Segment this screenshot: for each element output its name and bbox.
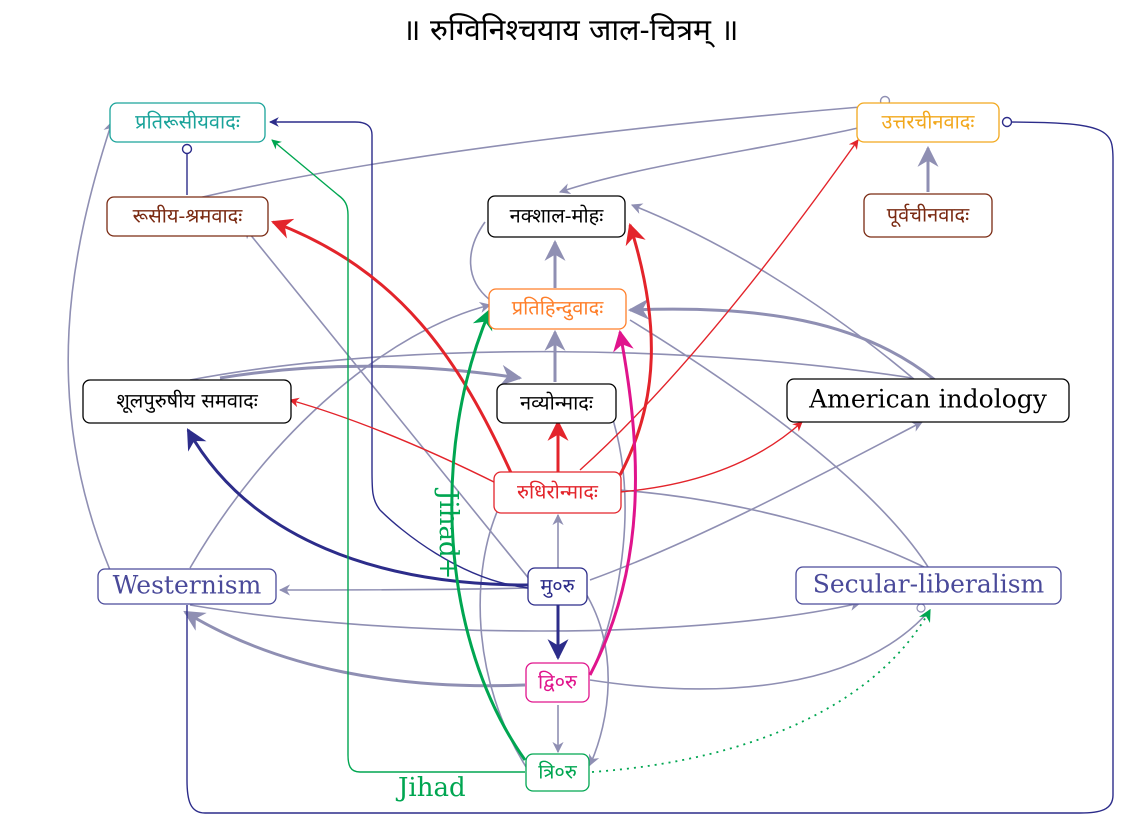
edge-navyon-to-dviru [594,409,626,666]
node-westernism[interactable]: Westernism [97,568,277,605]
edge-uttarachina-to-rusi [189,104,886,201]
node-purvachina[interactable]: पूर्वचीनवादः [863,193,993,238]
node-label: शूलपुरुषीय समवादः [116,389,259,414]
node-label: प्रतिहिन्दुवादः [512,296,604,321]
edge-westernism-to-secular [189,599,862,632]
edge-uttarachina-to-naxal [558,127,859,195]
edge-pratihindu-to-secular [629,319,931,571]
node-label: त्रि०रु [538,760,578,784]
edge-uttarachina-to-pratirusi [186,121,1114,814]
node-label: प्रतिरूसीयवादः [135,110,241,134]
edge-rudhiron-to-secular [619,489,931,571]
edge-label-jihad: Jihad [395,773,466,803]
node-label: द्वि०रु [538,670,578,694]
edge-rudhiron-to-shula [289,397,501,486]
edge-triru-to-secular [591,608,931,773]
edge-rudhiron-to-american [619,421,803,493]
node-label: American indology [808,385,1048,414]
node-naxal[interactable]: नक्शाल-मोहः [487,195,626,238]
node-tri-ru[interactable]: त्रि०रु [525,753,590,792]
edge-dviru-to-pratihindu [588,329,637,676]
edge-american-to-pratihindu [627,298,936,382]
edge-westernism-to-pratihindu [189,302,492,569]
node-label: नव्योन्मादः [520,391,594,415]
node-label: उत्तरचीनवादः [882,110,976,134]
edge-rudhiron-to-rusi [271,218,514,476]
edge-shula-to-navyon [219,364,523,386]
edge-shula-to-american [189,350,913,381]
node-label: मु०रु [540,574,575,599]
edge-cap-pratirusi [181,143,193,155]
node-dvi-ru[interactable]: द्वि०रु [525,662,590,703]
edge-dviru-to-secular [589,609,931,690]
node-navyon[interactable]: नव्योन्मादः [496,383,617,424]
node-american[interactable]: American indology [786,378,1070,423]
edge-muru-to-rusi [244,227,531,581]
node-label: रुधिरोन्मादः [517,480,599,504]
edge-westernism-to-pratirusi [67,120,115,571]
edge-dviru-to-westernism [183,610,526,688]
edge-rudhiron-to-uttarachina [579,139,859,471]
node-label: Westernism [113,571,262,600]
node-pratirusi[interactable]: प्रतिरूसीयवादः [109,102,266,143]
node-secular[interactable]: Secular-liberalism [795,566,1062,605]
edge-american-to-naxal [630,203,916,381]
node-mu-ru[interactable]: मु०रु [527,567,588,606]
node-label: पूर्वचीनवादः [887,203,970,228]
node-label: Secular-liberalism [813,570,1045,599]
node-shula[interactable]: शूलपुरुषीय समवादः [82,379,292,424]
node-rudhiron[interactable]: रुधिरोन्मादः [493,471,622,514]
edge-muru-to-westernism [278,584,529,596]
node-rusi-shrama[interactable]: रूसीय-श्रमवादः [106,196,269,237]
diagram-title: ॥ रुग्विनिश्चयाय जाल-चित्रम् ॥ [402,13,739,48]
node-label: नक्शाल-मोहः [510,204,605,228]
edge-triru-to-pratihindu [450,308,527,761]
edge-pratihindu-to-naxal-arc [469,221,491,301]
edge-triru-to-rudhiron [479,504,529,771]
edge-triru-to-pratirusi [271,139,525,773]
edge-cap-uttarachina [1001,116,1013,128]
node-pratihindu[interactable]: प्रतिहिन्दुवादः [488,288,627,330]
edge-muru-to-american [589,421,923,581]
edge-muru-to-shula [186,428,529,587]
node-label: रूसीय-श्रमवादः [133,204,244,228]
edge-label-jihad-plus: Jihad+ [433,487,463,579]
edge-cap-secular [916,603,926,613]
node-uttarachina[interactable]: उत्तरचीनवादः [856,102,1000,143]
